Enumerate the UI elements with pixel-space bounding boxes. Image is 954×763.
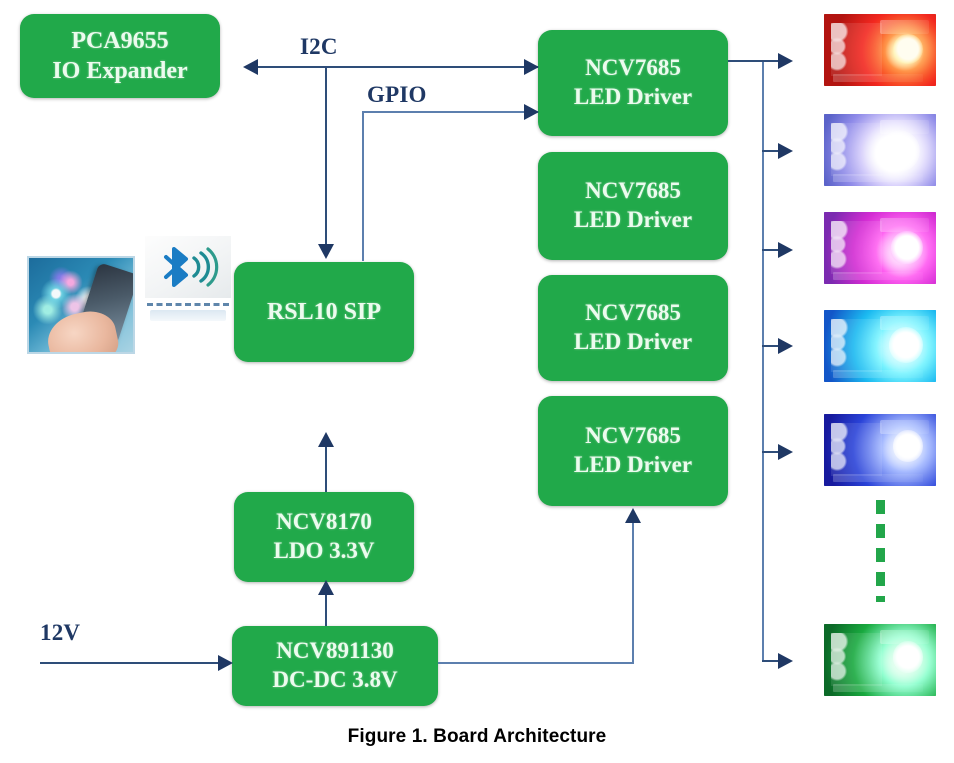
led-footer-text	[832, 271, 923, 280]
led-branch-arrow-5	[778, 444, 793, 460]
led-silkscreen	[830, 22, 883, 76]
smartphone-app-photo	[27, 256, 135, 354]
gpio-arrow-to-led-driver	[524, 104, 539, 120]
block-title-line1: NCV8170	[276, 509, 372, 535]
block-pca9655-io-expander[interactable]: PCA9655 IO Expander	[20, 14, 220, 98]
led-branch-line-4	[762, 345, 782, 347]
led-brand-mark	[880, 19, 930, 35]
bluetooth-wireless-icon	[145, 236, 231, 298]
figure-caption: Figure 1. Board Architecture	[347, 726, 607, 747]
block-title-line2: IO Expander	[52, 58, 188, 84]
gpio-riser-from-rsl10	[362, 111, 364, 261]
block-title-line2: LED Driver	[573, 207, 693, 232]
led-branch-line-1	[762, 60, 782, 62]
ldo-to-rsl10-arrow	[318, 432, 334, 447]
block-ncv7685-led-driver-2[interactable]: NCV7685 LED Driver	[538, 152, 728, 260]
led-branch-arrow-3	[778, 242, 793, 258]
block-title-line2: LED Driver	[573, 84, 693, 109]
block-title-line2: LED Driver	[573, 329, 693, 354]
block-ncv7685-led-driver-1[interactable]: NCV7685 LED Driver	[538, 30, 728, 136]
led-silkscreen	[830, 122, 883, 176]
led-footer-text	[832, 369, 923, 378]
gpio-bus-line	[362, 111, 538, 113]
block-title-line1: NCV7685	[585, 55, 681, 81]
led-glow	[880, 129, 921, 172]
bus-label-12v: 12V	[40, 620, 81, 645]
led-board-white	[824, 114, 936, 186]
input-12v-line	[40, 662, 224, 664]
led-brand-mark	[880, 419, 930, 435]
led-silkscreen	[830, 220, 883, 274]
led-branch-line-3	[762, 249, 782, 251]
led-board-magenta	[824, 212, 936, 284]
led-brand-mark	[880, 315, 930, 331]
bluetooth-glyph-svg	[164, 247, 219, 287]
led-glow	[893, 429, 923, 462]
i2c-arrow-to-led-driver	[524, 59, 539, 75]
block-ncv7685-led-driver-4[interactable]: NCV7685 LED Driver	[538, 396, 728, 506]
i2c-drop-to-rsl10	[325, 66, 327, 246]
led-branch-line-6	[762, 660, 782, 662]
led-glow	[891, 230, 923, 264]
block-title-line2: DC-DC 3.8V	[272, 667, 398, 692]
i2c-arrow-to-rsl10	[318, 244, 334, 259]
block-ncv891130-dcdc[interactable]: NCV891130 DC-DC 3.8V	[232, 626, 438, 706]
led-silkscreen	[830, 422, 883, 476]
led-branch-arrow-6	[778, 653, 793, 669]
led-glow	[893, 641, 923, 673]
bluetooth-dashed-underline	[147, 303, 229, 306]
block-title-line1: PCA9655	[71, 27, 169, 54]
bus-label-gpio: GPIO	[367, 82, 427, 107]
led-glow	[893, 34, 923, 65]
led-brand-mark	[880, 217, 930, 233]
led-silkscreen	[830, 318, 883, 372]
led-branch-line-5	[762, 451, 782, 453]
led-output-bus-vertical	[762, 60, 764, 660]
dcdc-to-led-driver-arrow	[625, 508, 641, 523]
ldo-to-rsl10-line	[325, 444, 327, 492]
block-rsl10-sip[interactable]: RSL10 SIP	[234, 262, 414, 362]
bluetooth-reflection	[150, 310, 226, 321]
led-footer-text	[832, 473, 923, 482]
block-ncv7685-led-driver-3[interactable]: NCV7685 LED Driver	[538, 275, 728, 381]
dcdc-to-led-driver-vertical	[632, 520, 634, 662]
vertical-dashed-continuation	[876, 500, 885, 602]
led-board-red	[824, 14, 936, 86]
led-driver-output-line	[728, 60, 780, 62]
led-board-blue	[824, 414, 936, 486]
block-title-line1: NCV7685	[585, 423, 681, 449]
dcdc-to-ldo-line	[325, 592, 327, 626]
block-title-line2: LDO 3.3V	[273, 538, 375, 563]
led-branch-arrow-1	[778, 53, 793, 69]
led-board-green	[824, 624, 936, 696]
led-glow	[888, 327, 923, 364]
input-12v-arrow	[218, 655, 233, 671]
led-brand-mark	[880, 629, 930, 645]
i2c-arrow-to-io-expander	[243, 59, 258, 75]
block-title-line2: LED Driver	[573, 452, 693, 477]
led-branch-line-2	[762, 150, 782, 152]
block-ncv8170-ldo[interactable]: NCV8170 LDO 3.3V	[234, 492, 414, 582]
block-title-line1: NCV891130	[276, 638, 394, 664]
led-footer-text	[832, 73, 923, 82]
dcdc-to-ldo-arrow	[318, 580, 334, 595]
led-branch-arrow-4	[778, 338, 793, 354]
block-title-line1: NCV7685	[585, 300, 681, 326]
i2c-bus-line	[258, 66, 538, 68]
dcdc-to-led-driver-horizontal	[438, 662, 634, 664]
block-title-line1: RSL10 SIP	[266, 298, 382, 325]
led-branch-arrow-2	[778, 143, 793, 159]
led-footer-text	[832, 683, 923, 692]
led-board-cyan	[824, 310, 936, 382]
led-footer-text	[832, 173, 923, 182]
led-silkscreen	[830, 632, 883, 686]
bus-label-i2c: I2C	[300, 34, 338, 59]
block-title-line1: NCV7685	[585, 178, 681, 204]
